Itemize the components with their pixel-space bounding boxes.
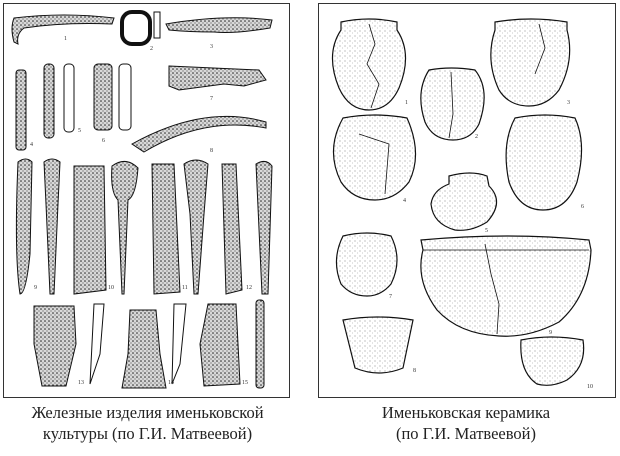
vessel-9 bbox=[420, 235, 592, 337]
spoon-12 bbox=[255, 160, 273, 295]
spoon-9 bbox=[15, 158, 33, 295]
num: 6 bbox=[581, 204, 584, 210]
axe-15 bbox=[199, 303, 241, 387]
axe bbox=[121, 309, 167, 389]
num: 8 bbox=[413, 368, 416, 374]
sickle-7 bbox=[168, 65, 267, 91]
num: 1 bbox=[405, 100, 408, 106]
num: 4 bbox=[403, 198, 406, 204]
iron-artifacts-drawing: 1 2 3 4 5 6 7 8 9 10 11 12 13 14 15 bbox=[11, 10, 273, 389]
vessel-7 bbox=[335, 232, 398, 297]
caption-line: Железные изделия именьковской bbox=[31, 403, 264, 422]
num: 3 bbox=[567, 100, 570, 106]
num: 6 bbox=[102, 138, 105, 144]
num: 13 bbox=[78, 380, 84, 386]
num: 2 bbox=[150, 46, 153, 52]
knife-3 bbox=[165, 17, 273, 33]
knife-1 bbox=[11, 14, 115, 45]
vessel-1 bbox=[331, 18, 407, 111]
num: 11 bbox=[182, 285, 188, 291]
caption-line: (по Г.И. Матвеевой) bbox=[395, 424, 537, 443]
rod bbox=[255, 299, 265, 389]
num: 10 bbox=[587, 384, 593, 390]
rod bbox=[153, 11, 161, 39]
crack-lines bbox=[358, 23, 589, 335]
ceramics-figure: 1 2 3 4 5 6 7 8 9 10 bbox=[318, 3, 616, 398]
spoon-10 bbox=[111, 161, 139, 295]
axe-13 bbox=[33, 305, 77, 387]
num: 5 bbox=[78, 128, 81, 134]
ceramics-drawing: 1 2 3 4 5 6 7 8 9 10 bbox=[331, 18, 593, 390]
blade bbox=[171, 303, 187, 385]
caption-line: Именьковская керамика bbox=[381, 403, 551, 422]
num: 8 bbox=[210, 148, 213, 154]
tool bbox=[43, 63, 55, 139]
vessel-3 bbox=[490, 18, 571, 107]
tool-6 bbox=[93, 63, 113, 131]
num: 14 bbox=[168, 380, 174, 386]
num: 9 bbox=[549, 330, 552, 336]
buckle-2 bbox=[120, 10, 152, 46]
vessel-6 bbox=[505, 114, 583, 211]
item-numbers: 1 2 3 4 5 6 7 8 9 10 bbox=[389, 100, 593, 390]
sickle-8 bbox=[131, 115, 267, 153]
tool bbox=[118, 63, 132, 131]
num: 10 bbox=[108, 285, 114, 291]
vessel-8 bbox=[342, 316, 414, 374]
blade-14 bbox=[89, 303, 105, 385]
item-numbers: 1 2 3 4 5 6 7 8 9 10 11 12 13 14 15 bbox=[30, 36, 252, 386]
num: 3 bbox=[210, 44, 213, 50]
vessel-10 bbox=[520, 336, 585, 386]
spoon bbox=[221, 163, 243, 295]
num: 5 bbox=[485, 228, 488, 234]
num: 12 bbox=[246, 285, 252, 291]
awl-4 bbox=[15, 69, 27, 151]
vessel-4 bbox=[332, 114, 417, 201]
num: 4 bbox=[30, 142, 33, 148]
num: 7 bbox=[210, 96, 213, 102]
right-figure-caption: Именьковская керамика (по Г.И. Матвеевой… bbox=[318, 402, 614, 444]
iron-artifacts-figure: 1 2 3 4 5 6 7 8 9 10 11 12 13 14 15 bbox=[3, 3, 290, 398]
left-figure-caption: Железные изделия именьковской культуры (… bbox=[0, 402, 295, 444]
axe bbox=[151, 163, 181, 295]
vessel-5 bbox=[430, 172, 498, 231]
num: 9 bbox=[34, 285, 37, 291]
num: 1 bbox=[64, 36, 67, 42]
num: 7 bbox=[389, 294, 392, 300]
tool-5 bbox=[63, 63, 75, 133]
spoon-11 bbox=[183, 159, 209, 295]
num: 2 bbox=[475, 134, 478, 140]
caption-line: культуры (по Г.И. Матвеевой) bbox=[42, 424, 253, 443]
axe bbox=[73, 165, 107, 295]
awl bbox=[43, 158, 61, 295]
num: 15 bbox=[242, 380, 248, 386]
